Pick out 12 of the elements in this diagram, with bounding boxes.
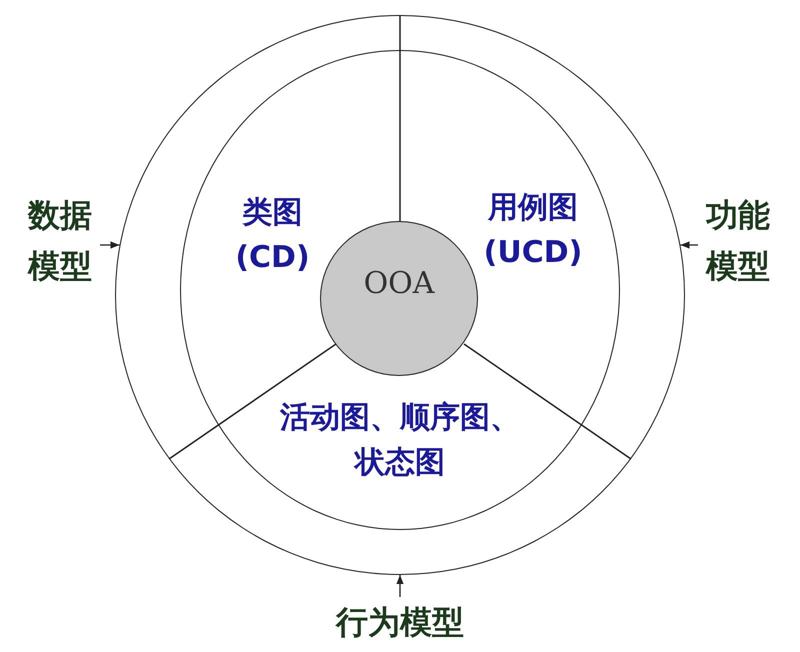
model-label: 功能模型: [698, 190, 778, 300]
inner-ring-circle: [180, 50, 620, 530]
diagram-type-label: 用例图(UCD): [482, 189, 584, 272]
outer-ring-circle: [115, 15, 685, 575]
arrow: [680, 241, 698, 249]
arrow: [396, 575, 404, 597]
center-label: OOA: [364, 266, 434, 301]
diagram-type-label: 活动图、顺序图、状态图: [278, 399, 521, 482]
arrow: [100, 241, 120, 249]
model-label: 数据模型: [20, 190, 100, 300]
model-label: 行为模型: [320, 597, 480, 647]
diagram-type-label: 类图(CD): [234, 194, 311, 277]
